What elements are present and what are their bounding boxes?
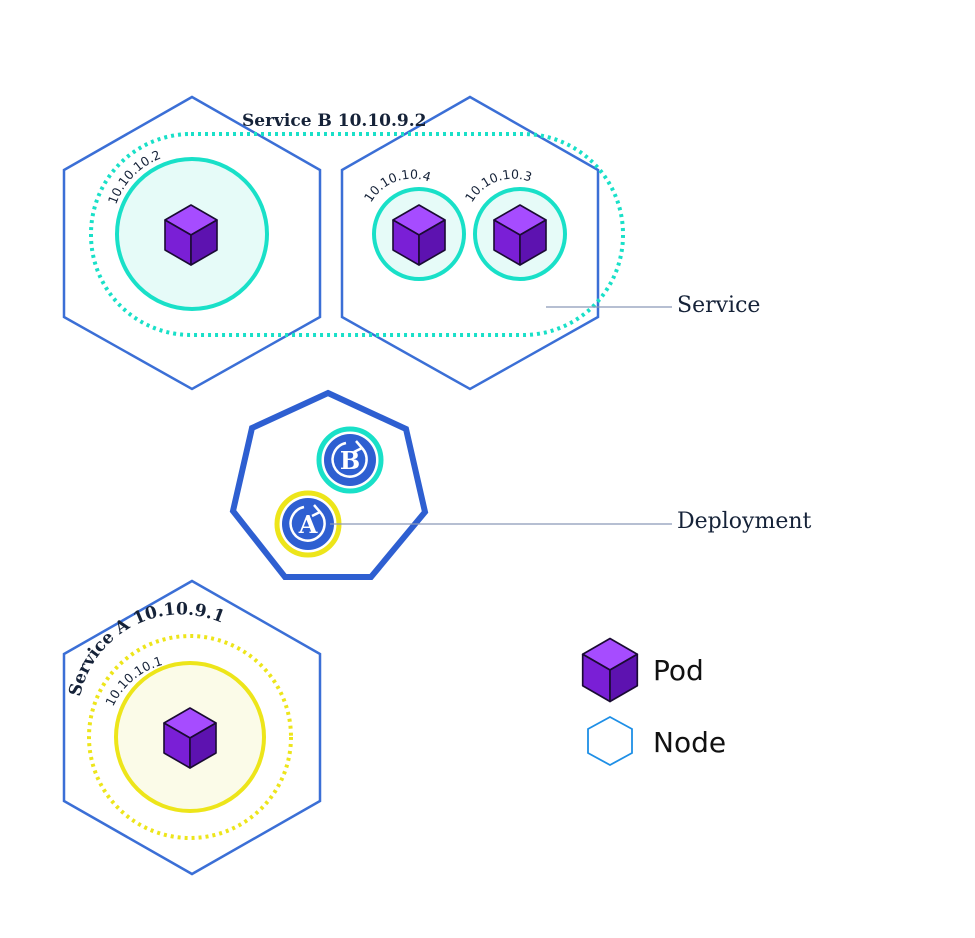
deployment-b-icon: B <box>316 426 384 494</box>
deployment-a-icon: A <box>274 490 342 558</box>
legend: Pod Node <box>581 637 726 767</box>
pod-cube-icon <box>163 707 217 769</box>
deployment-b-letter: B <box>340 446 360 475</box>
cube-face <box>418 219 446 266</box>
service-b-boundary <box>89 132 625 337</box>
node-top-right <box>340 95 600 391</box>
service-b-label: Service B 10.10.9.2 <box>242 111 427 131</box>
deployment-a-letter: A <box>298 510 318 539</box>
pod-cube-icon <box>392 204 446 266</box>
node-bottom-left <box>62 579 322 876</box>
legend-pod-label: Pod <box>653 654 704 687</box>
legend-node-hexagon-icon <box>587 715 633 767</box>
service-callout-label: Service <box>677 293 760 318</box>
legend-pod-cube-icon <box>581 637 639 703</box>
cube-face <box>519 219 547 266</box>
deployment-callout-label: Deployment <box>677 509 812 534</box>
cube-face <box>189 722 217 769</box>
pod-cube-icon <box>493 204 547 266</box>
service-a-boundary <box>87 634 293 840</box>
cube-face <box>190 219 218 266</box>
deployment-heptagon <box>229 389 429 580</box>
legend-node-label: Node <box>653 726 726 759</box>
pod-cube-icon <box>164 204 218 266</box>
node-top-left <box>62 95 322 391</box>
cube-face <box>609 653 639 703</box>
